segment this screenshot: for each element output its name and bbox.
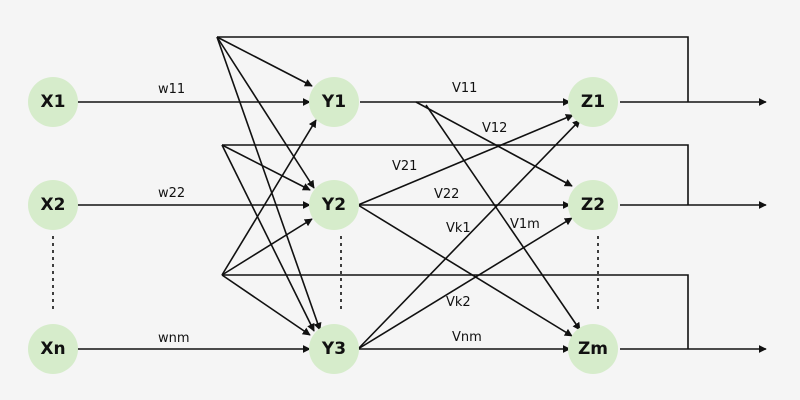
node-xn: Xn [28,324,78,374]
node-y2: Y2 [309,180,359,230]
edge-fanA-y2 [216,36,315,189]
edge-y3-z1 [357,119,581,350]
edge-fanA-bypass [217,36,689,102]
node-y2-label: Y2 [321,195,346,215]
edge-y1-z2 [415,101,573,187]
label-w11: w11 [158,82,185,97]
label-vk1: Vk1 [446,221,471,236]
edge-fanA-y3 [216,36,322,331]
label-v22: V22 [434,187,459,202]
label-wnm: wnm [158,331,190,346]
edge-fanB-y3 [221,144,315,332]
node-y1: Y1 [309,77,359,127]
node-y3-label: Y3 [321,339,346,359]
label-v12: V12 [482,121,507,136]
edge-fanC-y2 [221,218,313,276]
label-w22: w22 [158,186,185,201]
node-zm: Zm [568,324,618,374]
label-v11: V11 [452,81,477,96]
edge-fanC-bypass [222,274,689,349]
edge-fanB-bypass [222,144,689,205]
node-zm-label: Zm [578,339,608,359]
label-vnm: Vnm [452,330,482,345]
edge-fanC-y3 [221,274,311,336]
node-z2: Z2 [568,180,618,230]
node-x2: X2 [28,180,78,230]
node-x1-label: X1 [41,92,66,112]
node-z1-label: Z1 [581,92,605,112]
edge-fanC-y1 [221,119,317,276]
edge-y3-z2 [357,217,573,350]
node-z2-label: Z2 [581,195,605,215]
node-x1: X1 [28,77,78,127]
label-v21: V21 [392,159,417,174]
node-y1-label: Y1 [321,92,346,112]
node-x2-label: X2 [41,195,66,215]
edge-y1-zm [425,104,581,331]
edge-fanA-y1 [216,36,313,87]
label-v1m: V1m [510,217,540,232]
node-z1: Z1 [568,77,618,127]
edge-y2-zm [357,204,573,337]
node-xn-label: Xn [40,339,65,359]
edge-y2-z1 [357,114,574,206]
edge-fanB-y2 [221,144,311,191]
label-vk2: Vk2 [446,295,471,310]
node-y3: Y3 [309,324,359,374]
